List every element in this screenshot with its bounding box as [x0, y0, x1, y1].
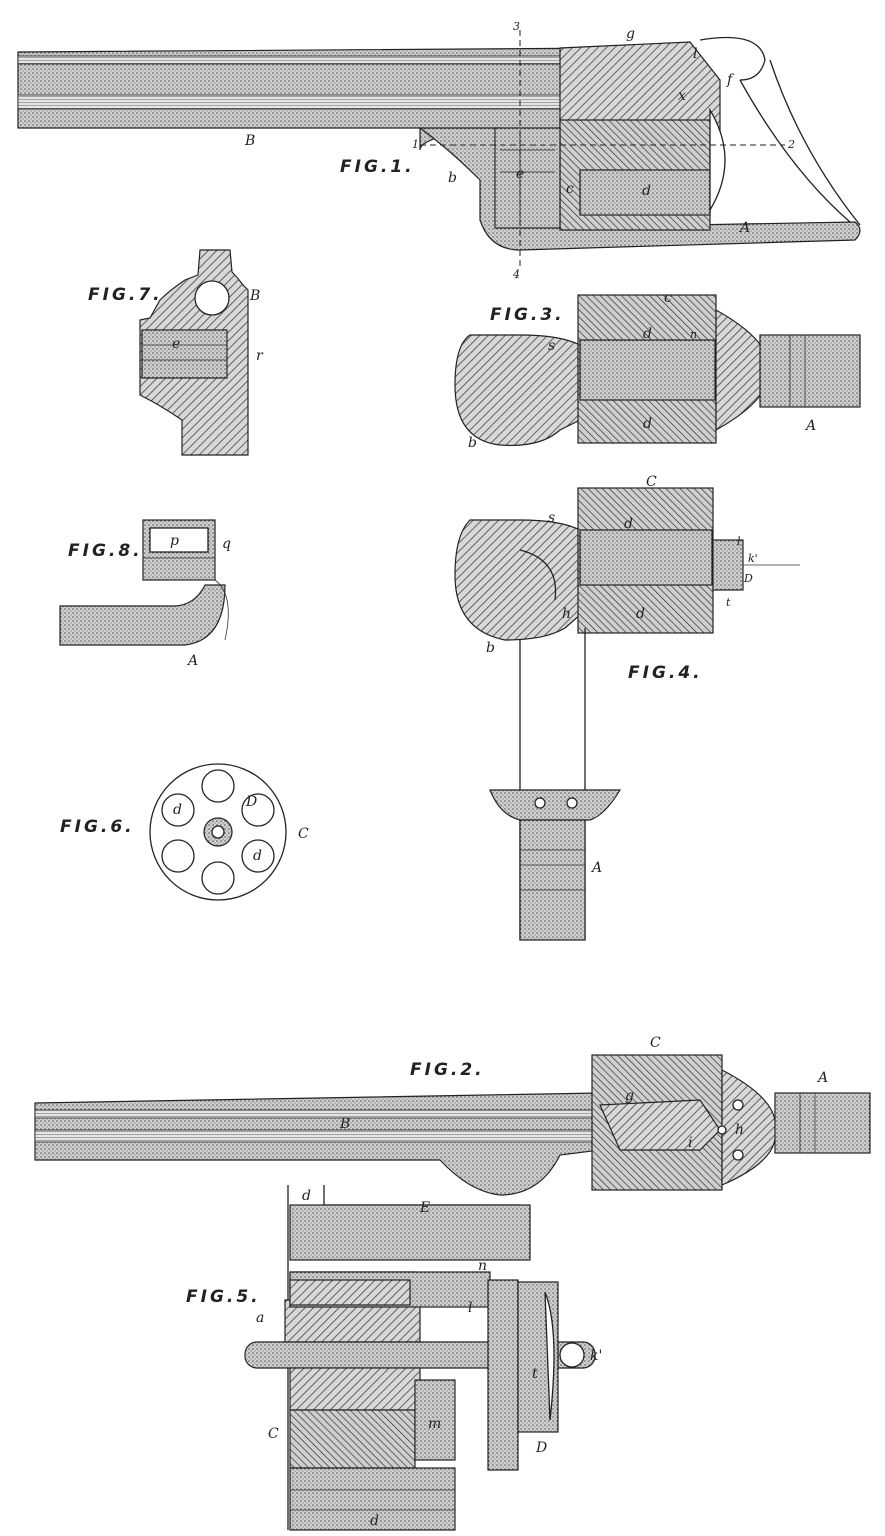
- fig5-title: FIG.5.: [186, 1287, 261, 1307]
- fig2-label-h: h: [735, 1122, 744, 1138]
- fig1-label-g: g: [626, 26, 635, 42]
- fig5-label-a: a: [256, 1310, 264, 1326]
- figure-5: FIG.5. d E n a l k' t m C D d: [186, 1185, 602, 1531]
- fig1-label-f: f: [726, 72, 735, 88]
- fig5-label-d-bot: d: [370, 1513, 379, 1529]
- fig8-title: FIG.8.: [68, 541, 143, 561]
- fig1-label-c: c: [566, 181, 574, 197]
- fig2-label-A: A: [816, 1070, 828, 1086]
- figure-2: FIG.2. C A B g i h: [34, 1035, 871, 1196]
- fig4-label-b: b: [486, 640, 495, 656]
- fig1-label-d: d: [642, 183, 651, 199]
- fig5-label-m: m: [428, 1416, 441, 1432]
- fig3-label-d1: d: [643, 326, 652, 342]
- fig4-label-l: l: [737, 535, 741, 548]
- fig1-label-e: e: [516, 166, 524, 182]
- fig3-title: FIG.3.: [490, 305, 565, 325]
- fig8-label-p: p: [170, 533, 179, 549]
- fig5-label-C: C: [268, 1426, 279, 1442]
- fig5-label-t: t: [532, 1366, 538, 1382]
- fig4-label-t: t: [726, 596, 731, 609]
- fig1-label-2: 2: [787, 138, 795, 151]
- fig1-label-A: A: [738, 220, 750, 236]
- fig6-label-d1: d: [173, 802, 182, 818]
- fig5-label-n: n: [478, 1258, 487, 1274]
- figure-8: FIG.8. p q A: [59, 519, 231, 669]
- fig5-label-E: E: [419, 1200, 430, 1216]
- figure-4: FIG.4. C d d s b h l k' D t A: [454, 474, 800, 941]
- fig5-label-d-top: d: [302, 1188, 311, 1204]
- fig2-label-i: i: [688, 1135, 692, 1151]
- figure-3: FIG.3. c d d n s b A: [454, 290, 861, 451]
- fig4-label-D: D: [743, 572, 753, 585]
- fig1-label-b: b: [448, 170, 457, 186]
- figure-6: FIG.6. d D d C: [60, 763, 309, 901]
- fig4-label-d2: d: [636, 606, 645, 622]
- fig5-label-D: D: [535, 1440, 547, 1456]
- fig1-label-3: 3: [513, 20, 520, 33]
- fig7-label-B: B: [249, 288, 260, 304]
- fig5-label-l: l: [468, 1300, 472, 1316]
- fig7-label-e: e: [172, 336, 180, 352]
- fig3-label-d2: d: [643, 416, 652, 432]
- fig3-label-b: b: [468, 435, 477, 451]
- fig4-title: FIG.4.: [628, 663, 703, 683]
- fig4-label-d1: d: [624, 516, 633, 532]
- fig4-label-s: s: [548, 510, 555, 526]
- fig1-label-x: x: [678, 88, 686, 104]
- fig1-title: FIG.1.: [340, 157, 415, 177]
- fig1-label-4: 4: [512, 268, 520, 281]
- fig3-label-s: s: [548, 338, 555, 354]
- fig4-label-h: h: [562, 606, 571, 622]
- fig4-label-A: A: [590, 860, 602, 876]
- fig5-label-k: k': [590, 1348, 602, 1364]
- fig2-label-B: B: [339, 1116, 350, 1132]
- fig4-label-k: k': [748, 552, 758, 565]
- fig1-label-1: 1: [412, 138, 419, 151]
- fig7-title: FIG.7.: [88, 285, 163, 305]
- fig4-label-C: C: [646, 474, 657, 490]
- fig8-label-q: q: [222, 536, 231, 552]
- fig3-label-n: n: [690, 328, 697, 341]
- fig2-label-g: g: [625, 1088, 634, 1104]
- fig2-label-C: C: [650, 1035, 661, 1051]
- fig6-label-D: D: [245, 794, 257, 810]
- fig3-label-c: c: [664, 290, 672, 306]
- fig3-label-A: A: [804, 418, 816, 434]
- figure-1: FIG.1. B A b c d e g l f x 3 4 1 2: [17, 20, 861, 281]
- fig7-label-r: r: [256, 348, 264, 364]
- fig8-label-A: A: [186, 653, 198, 669]
- fig6-title: FIG.6.: [60, 817, 135, 837]
- fig6-label-d2: d: [253, 848, 262, 864]
- fig2-title: FIG.2.: [410, 1060, 485, 1080]
- fig6-label-C: C: [298, 826, 309, 842]
- fig1-label-l: l: [693, 46, 697, 62]
- fig1-label-B: B: [244, 133, 255, 149]
- figure-7: FIG.7. B e r: [88, 249, 264, 456]
